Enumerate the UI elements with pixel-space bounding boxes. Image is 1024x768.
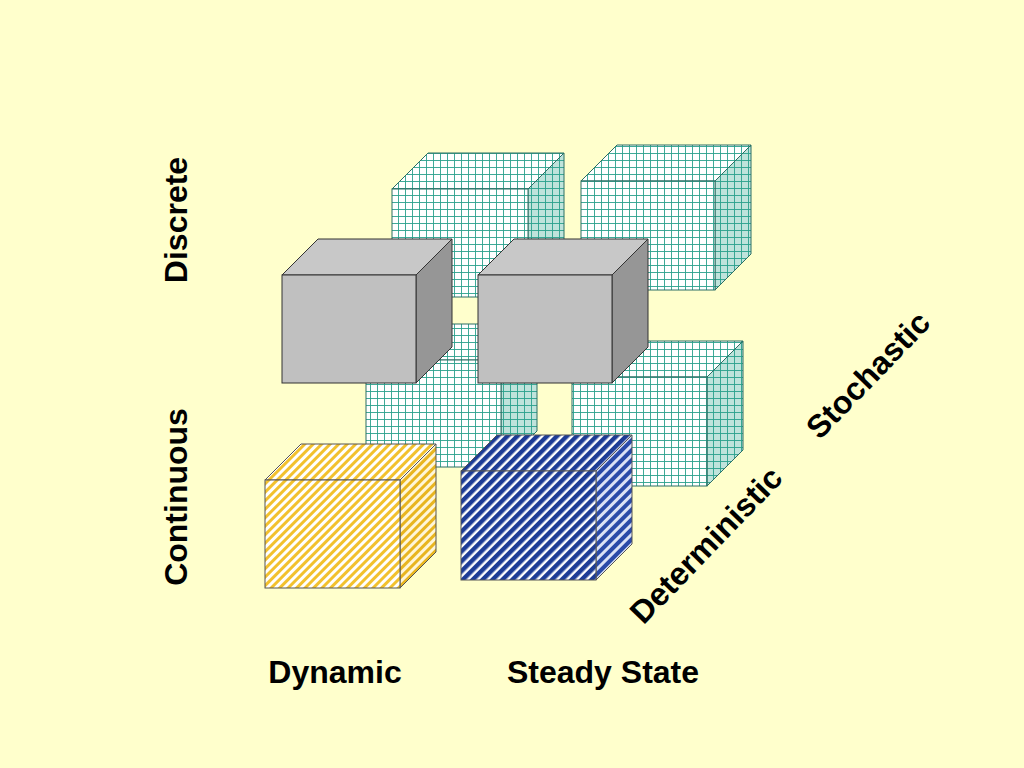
- cube-side: [612, 239, 648, 383]
- blue-cube: [461, 435, 632, 580]
- axis-label: Deterministic: [624, 461, 788, 629]
- yellow-cube: [265, 444, 436, 588]
- cube-side: [715, 145, 751, 290]
- axis-label: Continuous: [160, 408, 192, 586]
- gray-cube: [282, 239, 452, 383]
- axis-label: Steady State: [507, 656, 699, 688]
- cube-front: [282, 275, 416, 383]
- cube-front: [265, 480, 400, 588]
- cube-side: [416, 239, 452, 383]
- gray-cube: [478, 239, 648, 383]
- cube-side: [596, 435, 632, 580]
- axis-label: Dynamic: [268, 656, 401, 688]
- cube-front: [461, 471, 596, 580]
- cube-front: [478, 275, 612, 383]
- axis-label: Stochastic: [800, 306, 935, 445]
- cube-side: [400, 444, 436, 588]
- axis-label: Discrete: [160, 157, 192, 283]
- cube-side: [707, 341, 743, 486]
